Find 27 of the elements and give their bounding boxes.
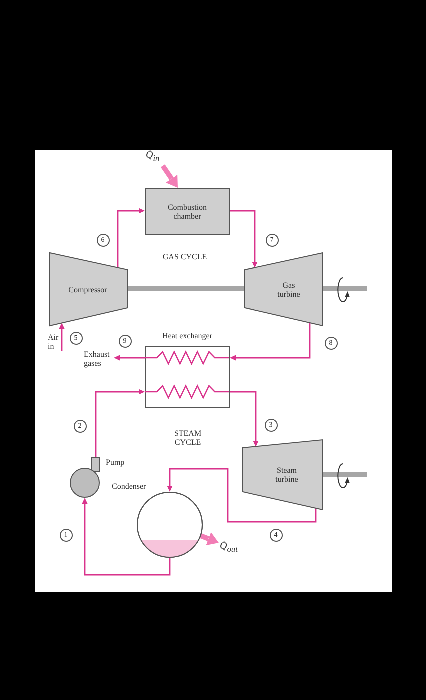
flow-label: Air in (48, 333, 62, 351)
flow-arrow (230, 391, 259, 447)
flow-arrow (59, 323, 65, 351)
flow-arrow (114, 355, 145, 361)
flow-arrow (82, 498, 171, 576)
component-label: Heat exchanger (162, 332, 212, 340)
heat-arrow (160, 164, 178, 188)
flow-arrow (230, 323, 311, 361)
flow-label: Exhaust gases (84, 350, 114, 368)
heat-arrow (200, 532, 219, 546)
shaft (128, 286, 245, 292)
component-label: Compressor (68, 285, 108, 294)
flow-arrow (230, 210, 258, 268)
component-label: Gas turbine (276, 280, 302, 298)
cycle-label: GAS CYCLE (162, 252, 208, 262)
shaft (323, 286, 367, 292)
component-label: Combustion chamber (166, 202, 208, 220)
heat-output-label: Q̇$_{out}$ (220, 541, 238, 556)
flow-arrow (117, 208, 145, 268)
component-label: Steam turbine (274, 466, 300, 484)
shaft (323, 472, 367, 478)
component-label: Pump (106, 458, 125, 467)
flow-arrow (167, 468, 317, 523)
component-label: Condenser (112, 482, 146, 491)
heat-input-label: Q̇$_{in}$ (146, 150, 160, 165)
cycle-label: STEAM CYCLE (173, 429, 203, 447)
flow-arrow (95, 389, 145, 457)
